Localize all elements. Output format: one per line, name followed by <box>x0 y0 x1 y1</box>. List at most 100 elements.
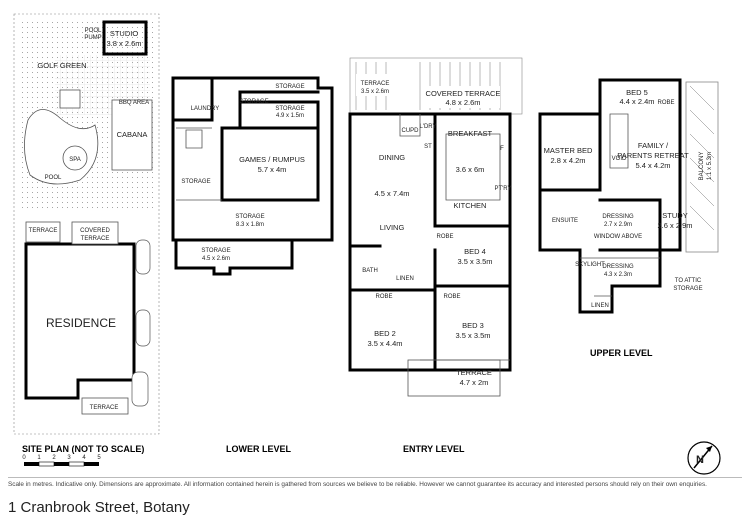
compass-icon: N <box>687 441 721 475</box>
ldry-label: L'DRY <box>419 124 436 130</box>
terrace2-size: 4.7 x 2m <box>460 378 489 387</box>
lower-storage-low-size: 4.5 x 2.6m <box>202 256 230 262</box>
entry-level-plan: TERRACE 3.5 x 2.6m COVERED TERRACE 4.8 x… <box>348 57 523 454</box>
entry-level-title: ENTRY LEVEL <box>403 444 465 454</box>
lower-storage-mid-size: 8.3 x 1.8m <box>236 222 264 228</box>
study-size: 2.6 x 2.9m <box>657 221 692 230</box>
scale-5: 5 <box>97 455 101 461</box>
residence-label-bg <box>48 306 114 338</box>
dressing2-label: DRESSING <box>602 264 634 270</box>
upper-linen-label: LINEN <box>591 303 609 309</box>
bbq-area-label: BBQ AREA <box>119 100 149 106</box>
dressing1-size: 2.7 x 2.9m <box>604 222 632 228</box>
laundry-label: LAUNDRY <box>191 106 220 112</box>
terrace-bottom-label: TERRACE <box>90 405 119 411</box>
covered-terrace-size: 4.8 x 2.6m <box>445 98 480 107</box>
breakfast-label: BREAKFAST <box>448 129 493 138</box>
pool-label: POOL <box>45 175 62 181</box>
terrace-top-label: TERRACE <box>29 228 58 234</box>
scale-1: 1 <box>37 455 41 461</box>
compass-label: N <box>696 454 704 466</box>
bed5-label: BED 5 <box>626 88 648 97</box>
entry-terrace-size: 3.5 x 2.6m <box>361 89 389 95</box>
upper-level-plan: BED 5 4.4 x 2.4m ROBE MASTER BED 2.8 x 4… <box>538 78 719 358</box>
residence-outline <box>24 242 136 400</box>
site-boundary <box>13 13 160 435</box>
covered-terrace-label-2: TERRACE <box>81 236 110 242</box>
master-bed-label: MASTER BED <box>544 146 593 155</box>
upper-level-title: UPPER LEVEL <box>590 348 653 358</box>
games-rumpus-label: GAMES / RUMPUS <box>239 155 305 164</box>
golf-green-label: GOLF GREEN <box>37 61 86 70</box>
bed2-label: BED 2 <box>374 329 396 338</box>
dining-label: DINING <box>379 153 405 162</box>
property-address: 1 Cranbrook Street, Botany <box>8 499 190 516</box>
games-rumpus-size: 5.7 x 4m <box>258 165 287 174</box>
bed3-size: 3.5 x 3.5m <box>455 331 490 340</box>
robe2-label: ROBE <box>375 294 392 300</box>
st-label: ST <box>424 144 432 150</box>
entry-terrace2-outline <box>407 359 501 397</box>
fridge-label: F <box>500 146 504 152</box>
dressing2-size: 4.3 x 2.3m <box>604 272 632 278</box>
site-plan-title: SITE PLAN (NOT TO SCALE) <box>22 444 144 454</box>
balcony-label: BALCONY <box>699 152 705 181</box>
scale-3: 3 <box>67 455 71 461</box>
terrace2-label: TERRACE <box>456 368 492 377</box>
study-label: STUDY <box>662 211 687 220</box>
family-label-2: PARENTS RETREAT <box>617 151 689 160</box>
lower-level-plan: STORAGE LAUNDRY STORAGE STORAGE 4.9 x 1.… <box>171 76 334 454</box>
covered-terrace-label-1: COVERED <box>80 228 110 234</box>
residence-label: RESIDENCE <box>46 316 116 330</box>
lower-storage-b-size: 4.9 x 1.5m <box>276 113 304 119</box>
car-icons <box>131 239 151 407</box>
lower-storage-low: STORAGE <box>201 248 230 254</box>
terrace-bottom-outline <box>81 397 129 415</box>
bed5-size: 4.4 x 2.4m <box>619 97 654 106</box>
cupd-label: CUPD <box>401 128 419 134</box>
lower-level-title: LOWER LEVEL <box>226 444 292 454</box>
bed3-label: BED 3 <box>462 321 484 330</box>
bed4-label: BED 4 <box>464 247 486 256</box>
lower-storage-b: STORAGE <box>275 106 304 112</box>
lower-storage-top: STORAGE <box>275 84 304 90</box>
ensuite-label: ENSUITE <box>552 218 578 224</box>
balcony-size: 1.1 x 5.3m <box>707 152 713 180</box>
skylight-label: SKYLIGHT <box>575 262 605 268</box>
window-above-label: WINDOW ABOVE <box>594 234 642 240</box>
studio-outline <box>102 20 148 56</box>
robe1-label: ROBE <box>436 234 453 240</box>
disclaimer-text: Scale in metres. Indicative only. Dimens… <box>8 481 707 488</box>
lower-storage-left: STORAGE <box>181 179 210 185</box>
lower-storage-a: STORAGE <box>239 99 268 105</box>
studio-size: 3.8 x 2.6m <box>106 39 141 48</box>
robe3-label: ROBE <box>443 294 460 300</box>
bed2-size: 3.5 x 4.4m <box>367 339 402 348</box>
covered-terrace-label: COVERED TERRACE <box>426 89 501 98</box>
upper-outline <box>538 78 682 314</box>
kitchen-size: 3.6 x 6m <box>456 165 485 174</box>
living-label: LIVING <box>380 223 405 232</box>
cabana-outline <box>111 99 153 171</box>
family-size: 5.4 x 4.2m <box>635 161 670 170</box>
balcony-outline <box>685 81 719 253</box>
to-attic-label-2: STORAGE <box>673 286 702 292</box>
bath-label: BATH <box>362 268 378 274</box>
divider-line <box>8 477 742 478</box>
lower-outline <box>171 76 334 276</box>
pantry-label: PT'RY <box>494 186 511 192</box>
lower-storage-mid: STORAGE <box>235 214 264 220</box>
studio-label: STUDIO <box>110 29 139 38</box>
master-bed-size: 2.8 x 4.2m <box>550 156 585 165</box>
linen-label: LINEN <box>396 276 414 282</box>
covered-terrace-outline <box>71 221 119 245</box>
to-attic-label-1: TO ATTIC <box>675 278 702 284</box>
kitchen-label: KITCHEN <box>454 201 487 210</box>
scale-numbers: 0 1 2 3 4 5 <box>22 455 101 461</box>
spa-label: SPA <box>69 157 81 163</box>
terrace-top-outline <box>25 221 61 243</box>
entry-outline <box>348 112 512 372</box>
